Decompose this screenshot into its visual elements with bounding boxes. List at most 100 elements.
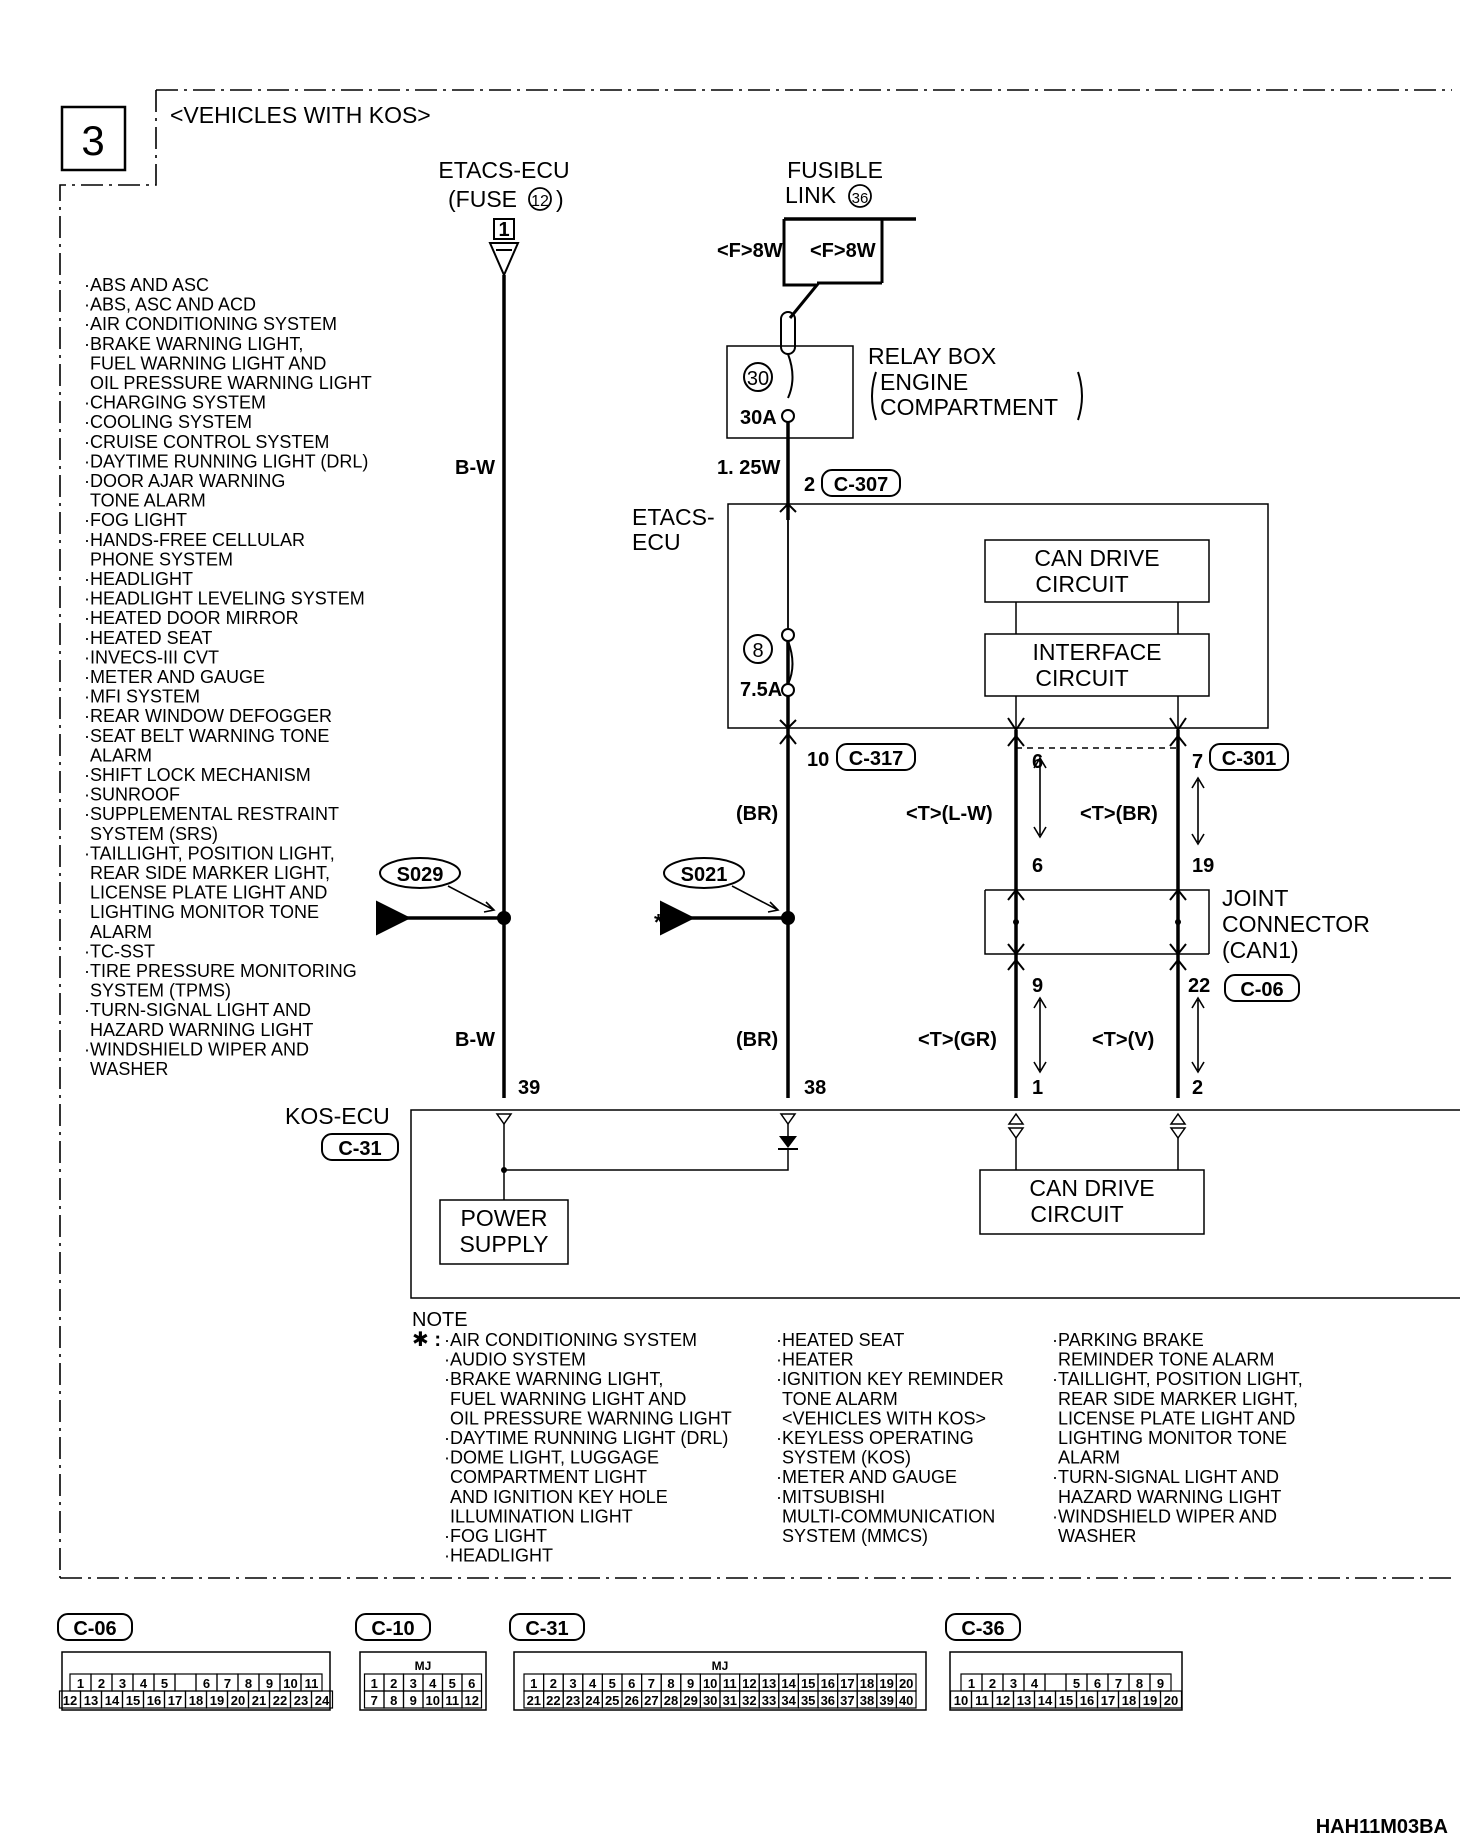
- left-list-item: ·ABS, ASC AND ACD: [84, 295, 256, 315]
- svg-text:S029: S029: [397, 864, 444, 886]
- note-item: ·KEYLESS OPERATING: [776, 1428, 974, 1448]
- connector-pin-number: 14: [105, 1693, 120, 1708]
- connector-tag: MJ: [712, 1659, 729, 1673]
- connector-pin-number: 5: [449, 1676, 456, 1691]
- connector-pin-number: 10: [954, 1693, 968, 1708]
- connector-pin-number: 23: [566, 1693, 580, 1708]
- svg-text:(BR): (BR): [736, 1029, 778, 1051]
- left-list-item: ·WINDSHIELD WIPER AND: [84, 1039, 309, 1059]
- connector-pin-number: 6: [628, 1676, 635, 1691]
- connector-pin-number: 4: [429, 1676, 437, 1691]
- svg-text:): ): [556, 186, 564, 212]
- left-list-item: PHONE SYSTEM: [90, 549, 233, 569]
- connector-pin-number: 7: [224, 1676, 231, 1691]
- connector-pin-number: 2: [98, 1676, 105, 1691]
- figure-code: HAH11M03BA: [1316, 1816, 1448, 1838]
- left-list-item: ·HEATED DOOR MIRROR: [84, 608, 299, 628]
- svg-text:1: 1: [498, 219, 509, 241]
- connector-pin-number: 13: [762, 1676, 776, 1691]
- connector-pin: [1044, 1673, 1067, 1692]
- svg-text:<T>(L-W): <T>(L-W): [906, 803, 993, 825]
- connector-pin-number: 24: [585, 1693, 600, 1708]
- connector-pin-number: 12: [63, 1693, 77, 1708]
- left-list-item: HAZARD WARNING LIGHT: [90, 1020, 313, 1040]
- section-number: 3: [81, 117, 104, 164]
- note-item: MULTI-COMMUNICATION: [782, 1506, 995, 1526]
- connector-pin-number: 37: [840, 1693, 854, 1708]
- svg-text:39: 39: [518, 1077, 540, 1099]
- connector-body: [949, 1651, 1183, 1711]
- left-list-item: ·BRAKE WARNING LIGHT,: [84, 334, 303, 354]
- svg-text:RELAY BOX: RELAY BOX: [868, 343, 996, 369]
- left-list-item: ·INVECS-III CVT: [84, 647, 219, 667]
- left-list-item: SYSTEM (SRS): [90, 824, 218, 844]
- svg-text:(FUSE: (FUSE: [448, 186, 517, 212]
- left-list-item: ·FOG LIGHT: [84, 510, 187, 530]
- left-list-item: OIL PRESSURE WARNING LIGHT: [90, 373, 372, 393]
- connector-pin-number: 33: [762, 1693, 776, 1708]
- note-item: ·HEATER: [776, 1350, 854, 1370]
- connector-pin-number: 2: [390, 1676, 397, 1691]
- connector-label: [355, 1613, 431, 1641]
- note-item: ·MITSUBISHI: [776, 1487, 885, 1507]
- joint-connector: JOINT CONNECTOR (CAN1) C-06: [984, 885, 1370, 1002]
- svg-text:2: 2: [804, 474, 815, 496]
- left-list-item: ·SEAT BELT WARNING TONE: [84, 726, 329, 746]
- connector-body: [513, 1651, 927, 1711]
- connector-pin-number: 9: [1157, 1676, 1164, 1691]
- note-item: ·WINDSHIELD WIPER AND: [1052, 1506, 1277, 1526]
- connector-label: [57, 1613, 133, 1641]
- connector-pin-number: 1: [371, 1676, 378, 1691]
- connector-pin-number: 11: [445, 1693, 459, 1708]
- note-item: HAZARD WARNING LIGHT: [1058, 1487, 1281, 1507]
- connector-pin-number: 14: [781, 1676, 796, 1691]
- connector-pin-number: 9: [410, 1693, 417, 1708]
- note-item: ALARM: [1058, 1448, 1120, 1468]
- left-list-item: WASHER: [90, 1059, 168, 1079]
- connector-pin-number: 11: [305, 1676, 319, 1691]
- left-list-item: ALARM: [90, 922, 152, 942]
- left-list-item: TONE ALARM: [90, 491, 206, 511]
- connector-pin-number: 12: [996, 1693, 1010, 1708]
- svg-text:<F>8W: <F>8W: [717, 240, 783, 262]
- left-list-item: ·CRUISE CONTROL SYSTEM: [84, 432, 329, 452]
- connector-pin-number: 32: [742, 1693, 756, 1708]
- svg-text:<T>(BR): <T>(BR): [1080, 803, 1158, 825]
- svg-text:<T>(V): <T>(V): [1092, 1029, 1154, 1051]
- connector-pin-number: 24: [315, 1693, 330, 1708]
- note-item: ·BRAKE WARNING LIGHT,: [444, 1369, 663, 1389]
- left-list-item: ·AIR CONDITIONING SYSTEM: [84, 314, 337, 334]
- connector-pin-number: 8: [245, 1676, 252, 1691]
- left-list-item: FUEL WARNING LIGHT AND: [90, 353, 326, 373]
- note-item: ·METER AND GAUGE: [776, 1467, 957, 1487]
- connector-label: [509, 1613, 585, 1641]
- left-list-item: ·TC-SST: [84, 941, 155, 961]
- connector-pin-number: 12: [742, 1676, 756, 1691]
- note-item: ·PARKING BRAKE: [1052, 1330, 1204, 1350]
- left-list-item: ·ABS AND ASC: [84, 275, 209, 295]
- svg-text:ETACS-ECU: ETACS-ECU: [438, 157, 569, 183]
- connector-pin-number: 4: [1031, 1676, 1039, 1691]
- connector-pin-number: 16: [147, 1693, 161, 1708]
- left-list-item: ·COOLING SYSTEM: [84, 412, 252, 432]
- connector-pin-number: 2: [550, 1676, 557, 1691]
- left-list-item: ·SHIFT LOCK MECHANISM: [84, 765, 311, 785]
- connector-pin-number: 12: [465, 1693, 479, 1708]
- connector-pin-number: 14: [1038, 1693, 1053, 1708]
- note-item: TONE ALARM: [782, 1389, 898, 1409]
- left-list-item: LIGHTING MONITOR TONE: [90, 902, 319, 922]
- connector-pin: [461, 1690, 483, 1709]
- svg-text:8: 8: [752, 640, 763, 662]
- left-list-item: SYSTEM (TPMS): [90, 981, 231, 1001]
- connector-pin-number: 11: [975, 1693, 989, 1708]
- connector-pin-number: 30: [703, 1693, 717, 1708]
- note-item: REAR SIDE MARKER LIGHT,: [1058, 1389, 1298, 1409]
- left-list-item: ·DOOR AJAR WARNING: [84, 471, 285, 491]
- connector-pin-number: 3: [119, 1676, 126, 1691]
- note-item: SYSTEM (MMCS): [782, 1526, 928, 1546]
- note-item: ·FOG LIGHT: [444, 1526, 547, 1546]
- connector-pin-number: 36: [821, 1693, 835, 1708]
- connector-pin-number: 3: [1010, 1676, 1017, 1691]
- connector-pin-number: 10: [703, 1676, 717, 1691]
